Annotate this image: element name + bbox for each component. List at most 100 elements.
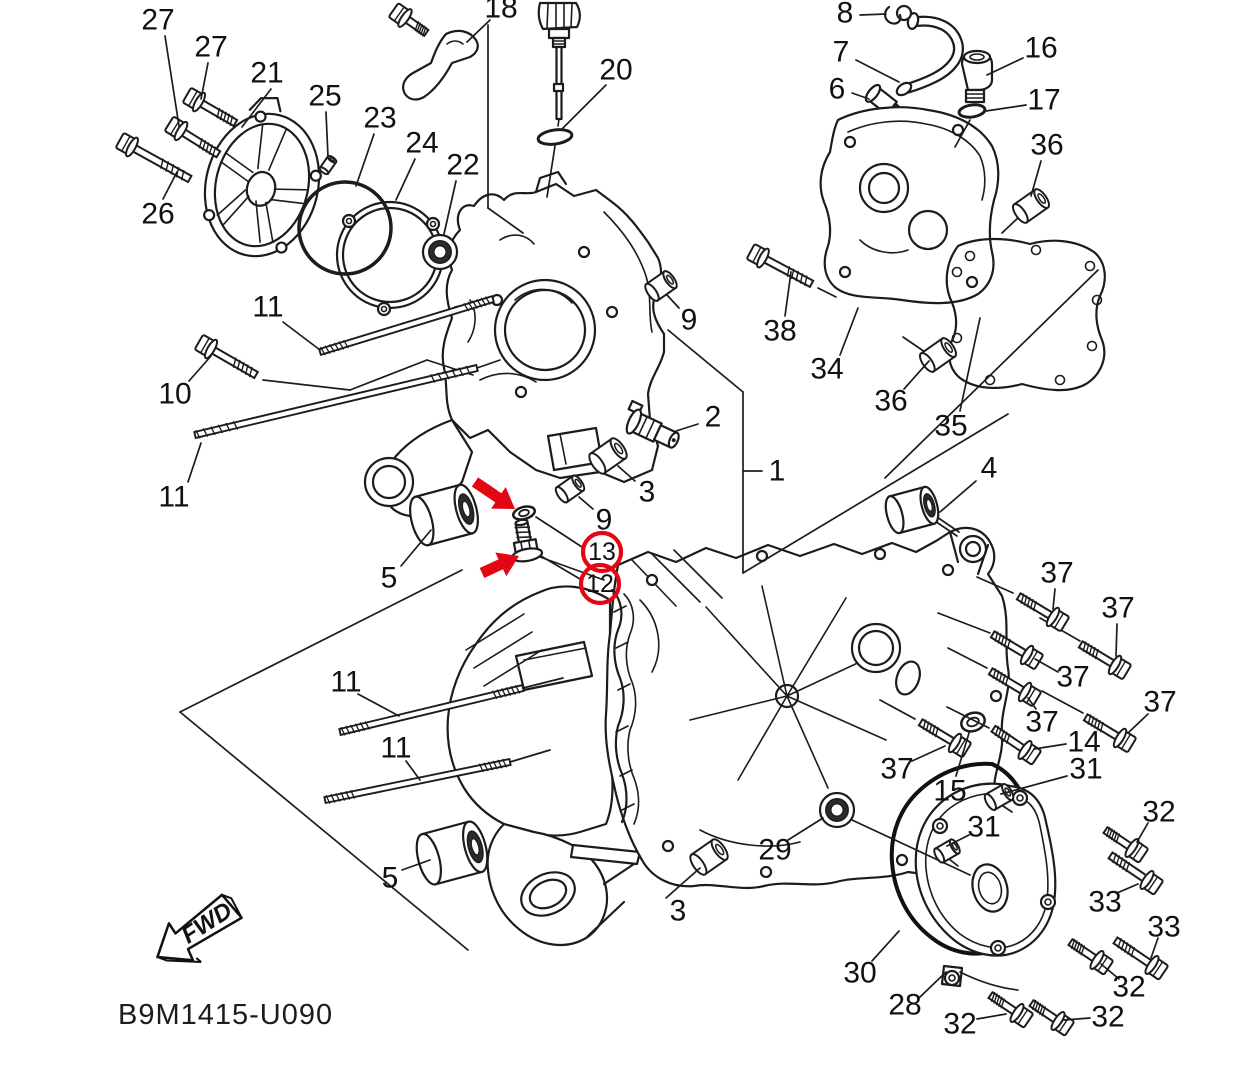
svg-text:37: 37 [1040,557,1073,590]
bolt-drawing [1067,937,1114,976]
svg-text:28: 28 [888,989,921,1022]
part-label-31: 31 [946,811,1001,847]
stud-drawing [193,363,479,440]
svg-text:23: 23 [363,102,396,135]
part-label-11: 11 [330,666,400,717]
svg-text:34: 34 [810,353,843,386]
svg-text:16: 16 [1024,32,1057,65]
oring-drawing [512,505,536,521]
svg-text:37: 37 [1143,686,1176,719]
oring-drawing [536,128,574,146]
artwork-layer [203,1,1106,991]
part-label-37: 37 [880,745,946,786]
part-label-23: 23 [355,102,397,187]
svg-text:38: 38 [763,315,796,348]
svg-text:4: 4 [981,452,998,485]
svg-text:24: 24 [405,127,438,160]
svg-text:26: 26 [141,198,174,231]
part-label-37: 37 [1034,658,1090,694]
bearing-drawing [818,791,856,829]
svg-text:27: 27 [194,31,227,64]
cover-21-drawing [203,97,322,258]
bolt-drawing [388,2,430,38]
oring-drawing [966,716,980,728]
svg-text:35: 35 [934,410,967,443]
bolt-drawing [182,87,239,128]
svg-text:33: 33 [1147,911,1180,944]
svg-text:32: 32 [1142,796,1175,829]
bolt-drawing [989,630,1044,670]
part-label-21: 21 [241,57,284,128]
fwd-arrow: FWD [156,893,243,964]
svg-text:32: 32 [943,1008,976,1041]
part-label-4: 4 [939,452,998,513]
diagram-code: B9M1415-U090 [118,999,333,1031]
part-label-27: 27 [141,4,180,127]
bolt-drawing [1082,713,1137,753]
part-label-12: 12 [540,555,622,606]
part-label-36: 36 [1030,129,1064,197]
part-label-28: 28 [888,971,947,1022]
part-label-8: 8 [837,0,887,30]
collar-drawing [318,154,338,176]
svg-text:11: 11 [380,732,411,765]
mount-bushing-drawing [415,820,489,886]
part-label-27: 27 [194,31,228,100]
part-label-29: 29 [758,817,824,867]
gasket-35-drawing [945,237,1106,392]
part-label-11: 11 [158,442,202,514]
part-label-32: 32 [943,1008,1007,1041]
part-label-13: 13 [535,516,624,574]
svg-text:37: 37 [1025,706,1058,739]
bolt-drawing [987,990,1034,1029]
mount-bushing-drawing [409,483,479,547]
part-label-3: 3 [665,867,701,928]
svg-text:20: 20 [599,54,632,87]
crankcase-lower-left-drawing [446,585,642,946]
part-label-1: 1 [769,455,786,488]
part-label-22: 22 [443,149,480,235]
part-label-6: 6 [829,73,870,106]
svg-text:36: 36 [874,385,907,418]
svg-text:11: 11 [252,291,283,324]
part-label-34: 34 [810,307,859,386]
svg-text:36: 36 [1030,129,1063,162]
bracket-18-drawing [402,29,479,101]
svg-text:5: 5 [381,562,398,595]
oring-drawing [960,711,986,733]
oring-drawing [957,103,987,119]
bearing-drawing [421,233,459,271]
bolt-drawing [1077,640,1132,680]
part-label-33: 33 [1088,883,1139,919]
part-label-37: 37 [1101,592,1135,657]
leader-lines-layer [179,24,1099,951]
part-label-26: 26 [141,171,178,231]
svg-text:11: 11 [330,666,361,699]
svg-text:32: 32 [1091,1001,1124,1034]
part-label-11: 11 [252,291,321,351]
part-label-10: 10 [158,355,212,411]
part-label-37: 37 [1127,686,1177,734]
red-pointer-arrow [479,552,519,578]
stud-drawing [338,683,525,737]
red-pointer-arrow [471,477,515,509]
bolt-drawing [1102,825,1149,864]
svg-text:6: 6 [829,73,846,106]
bolt-drawing [1107,851,1164,896]
part-label-2: 2 [675,401,721,434]
part-labels-layer: 2727212523242218208761617362611101138343… [141,0,1180,1041]
svg-text:31: 31 [1069,753,1102,786]
bolt-drawing [987,667,1042,707]
cover-28-drawing [914,782,1057,991]
svg-text:3: 3 [639,476,656,509]
svg-text:33: 33 [1088,886,1121,919]
svg-text:9: 9 [596,504,613,537]
clamp-8-drawing [884,4,913,25]
part-label-14: 14 [1033,726,1101,759]
part-label-35: 35 [934,317,981,443]
collar-drawing [689,838,729,876]
svg-text:27: 27 [141,4,174,37]
crankcase-lower-right-drawing [604,526,1010,890]
